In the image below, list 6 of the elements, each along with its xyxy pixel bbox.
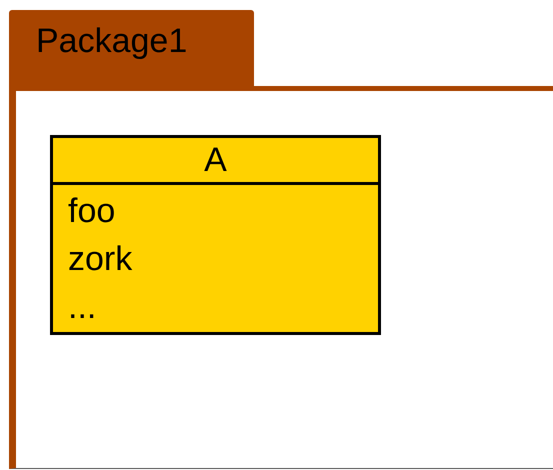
class-box xyxy=(50,135,381,335)
class-attribute: ... xyxy=(68,287,96,328)
class-attribute: zork xyxy=(68,239,132,280)
class-attribute: foo xyxy=(68,191,116,232)
package-tab: Package1 xyxy=(9,10,254,88)
class-name: A xyxy=(53,138,378,185)
